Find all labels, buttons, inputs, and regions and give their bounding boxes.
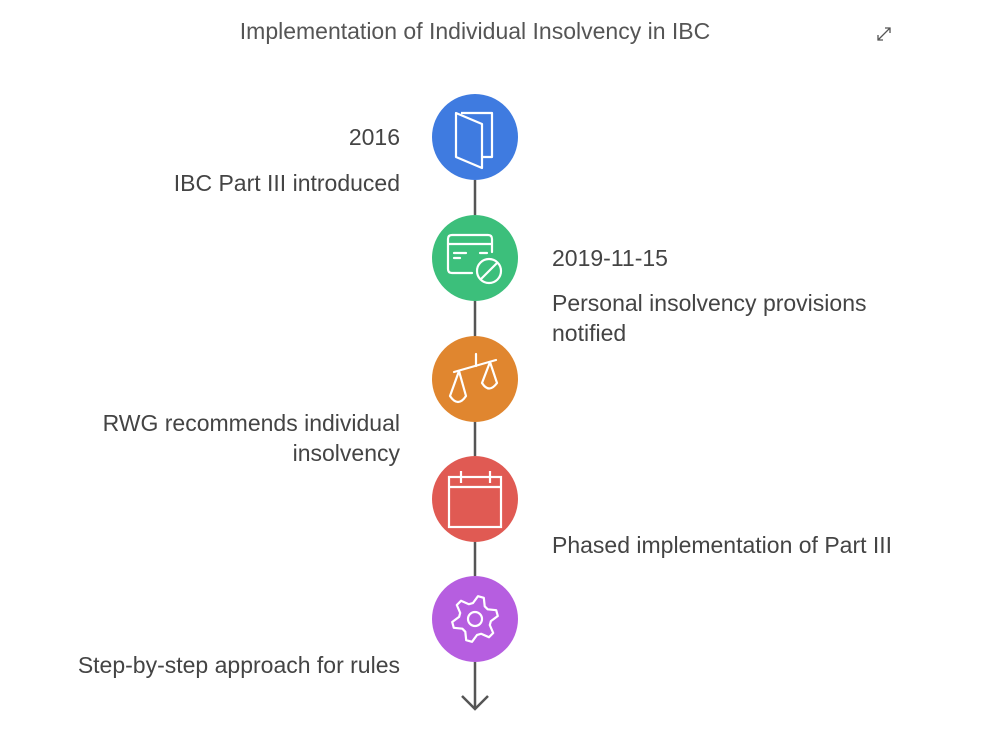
step-2-date: 2019-11-15 bbox=[552, 245, 668, 271]
step-3-text: RWG recommends individual insolvency bbox=[102, 410, 400, 466]
step-5-text: Step-by-step approach for rules bbox=[77, 652, 400, 678]
gear-icon bbox=[432, 576, 518, 662]
step-1-text: IBC Part III introduced bbox=[173, 170, 400, 196]
step-1-date: 2016 bbox=[348, 124, 400, 150]
door-icon bbox=[432, 94, 518, 180]
calendar-icon bbox=[432, 456, 518, 542]
diagram-title: Implementation of Individual Insolvency … bbox=[239, 18, 711, 44]
step-2-text: Personal insolvency provisions notified bbox=[552, 290, 867, 346]
gear-outline bbox=[451, 595, 499, 643]
step-4-text: Phased implementation of Part III bbox=[552, 532, 893, 558]
expand-icon[interactable] bbox=[874, 24, 894, 44]
card-blocked-icon bbox=[432, 215, 518, 301]
scales-icon bbox=[432, 336, 518, 422]
arrow-down-icon bbox=[461, 695, 489, 711]
